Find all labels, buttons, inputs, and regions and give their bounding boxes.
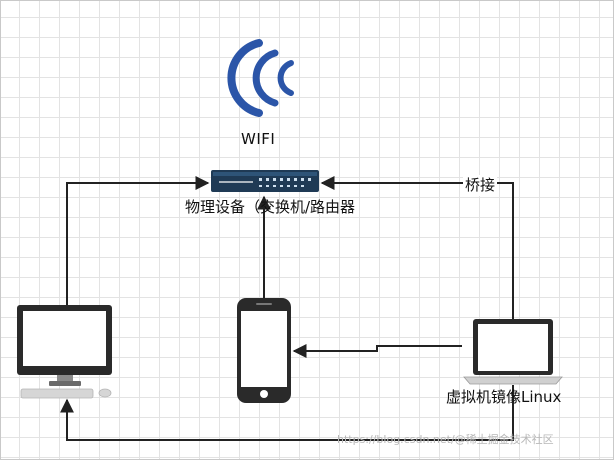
arrow-laptop-to-router	[320, 176, 514, 319]
watermark: https://blog.csdn.net/@稀土掘金技术社区	[337, 433, 554, 446]
arrow-laptop-to-desktop	[60, 385, 514, 441]
smartphone-icon	[237, 298, 291, 403]
wifi-label: WIFI	[241, 130, 276, 148]
wifi-icon	[227, 39, 294, 117]
arrow-laptop-to-phone	[292, 344, 462, 358]
desktop-monitor-icon	[17, 305, 112, 399]
router-icon	[211, 170, 319, 192]
bridge-label: 桥接	[463, 175, 498, 196]
vm-label: 虚拟机镜像Linux	[446, 388, 562, 406]
laptop-icon	[463, 319, 563, 385]
connectors	[60, 176, 514, 441]
arrow-desktop-to-router	[66, 176, 210, 305]
router-label: 物理设备（交换机/路由器	[185, 198, 356, 216]
